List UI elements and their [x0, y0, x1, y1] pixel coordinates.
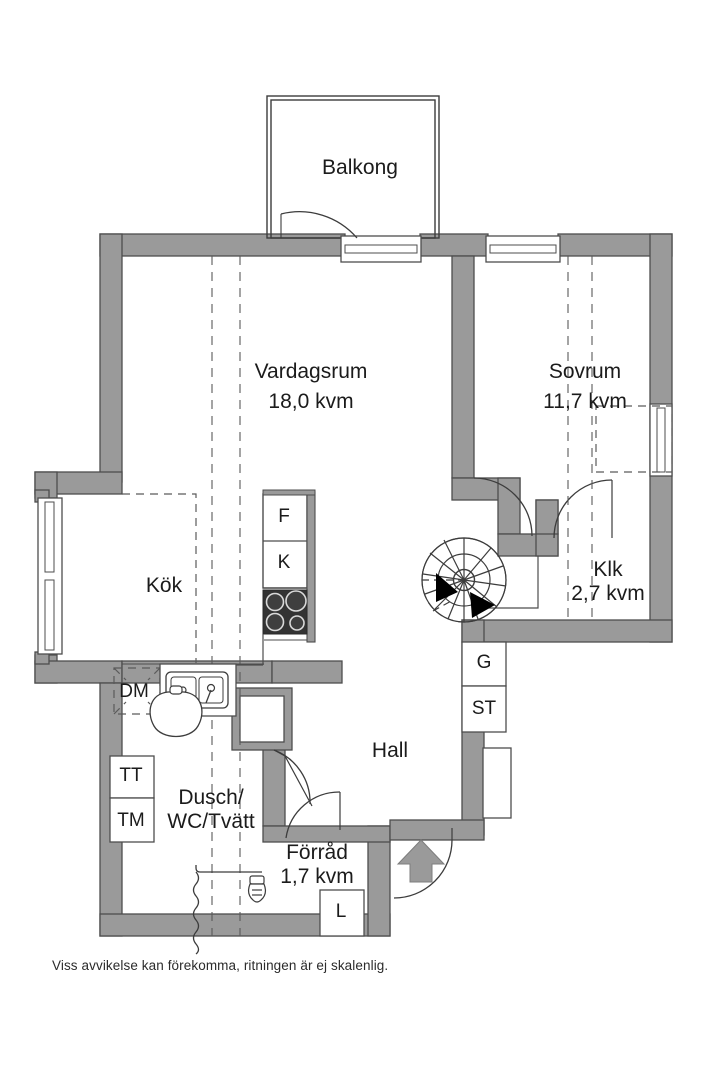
entrance-direction-arrow-icon	[396, 839, 446, 883]
room-label-hall: Hall	[371, 739, 409, 762]
windows	[37, 235, 673, 655]
living-room-window	[340, 235, 422, 263]
bedroom-window-right	[649, 403, 673, 477]
appliance-label-washer: TM	[117, 810, 145, 831]
room-label-klk: Klk	[593, 558, 623, 581]
room-area-sovrum: 11,7 kvm	[543, 390, 627, 413]
room-label-balkong: Balkong	[322, 156, 398, 179]
appliance-label-freezer: K	[277, 552, 291, 573]
room-label-kok: Kök	[145, 574, 183, 597]
appliance-label-tumbledryer: TT	[119, 765, 143, 786]
dashed-guides	[211, 256, 593, 936]
bathroom-fixtures	[109, 685, 365, 955]
disclaimer-caption: Viss avvikelse kan förekomma, ritningen …	[52, 958, 389, 973]
washbasin-icon	[149, 685, 203, 738]
room-label-sovrum: Sovrum	[548, 360, 622, 383]
spiral-staircase-icon	[421, 537, 507, 623]
room-area-klk: 2,7 kvm	[571, 582, 645, 605]
room-label-forrad: Förråd	[286, 841, 348, 864]
appliance-label-closet-l: L	[335, 901, 347, 922]
bedroom-window-top	[485, 235, 561, 263]
door-swings	[273, 211, 613, 899]
hall-closets	[461, 641, 512, 819]
room-label-badrum: Dusch/ WC/Tvätt	[167, 786, 255, 833]
room-label-vardagsrum: Vardagsrum	[254, 360, 368, 383]
kitchen-window	[37, 497, 63, 655]
shower-icon	[192, 865, 262, 955]
appliance-label-wardrobe-g: G	[476, 652, 492, 673]
room-area-vardagsrum: 18,0 kvm	[268, 390, 354, 413]
appliance-label-dishwasher: DM	[119, 681, 149, 702]
appliance-label-fridge: F	[278, 506, 290, 527]
appliance-label-storage-st: ST	[471, 698, 497, 719]
room-area-forrad: 1,7 kvm	[280, 865, 354, 888]
klk-shelf	[484, 556, 539, 609]
toilet-icon	[247, 875, 267, 903]
